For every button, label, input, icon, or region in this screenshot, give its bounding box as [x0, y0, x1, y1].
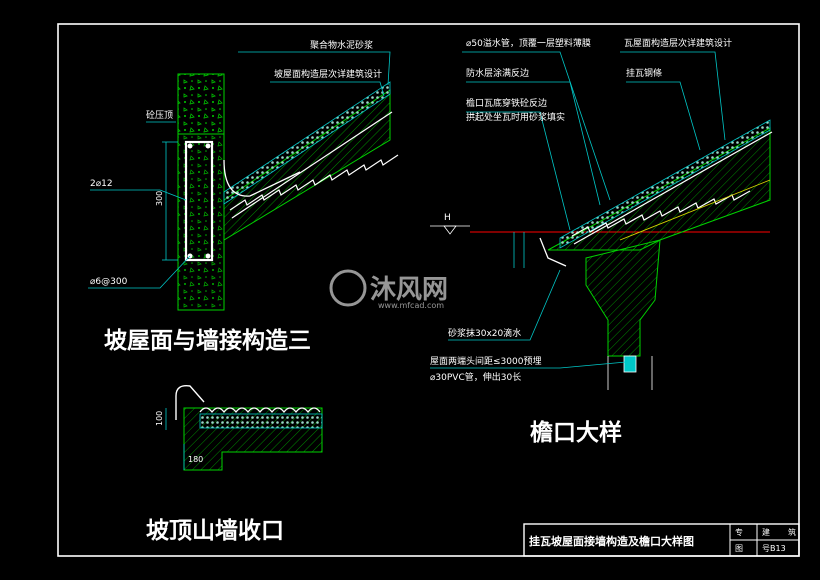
title-block-cell-3: 筑 [788, 527, 796, 537]
eave-note-batten: 挂瓦钢條 [626, 67, 662, 79]
left-note-mortar: 聚合物水泥砂浆 [310, 39, 373, 51]
left-note-roof-layers: 坡屋面构造层次详建筑设计 [274, 68, 382, 80]
level-mark: H [444, 213, 451, 223]
eave-note-pvc: ⌀30PVC管，伸出30长 [430, 371, 521, 383]
title-block-cell-1: 专 [735, 527, 743, 537]
left-note-rebar: 2⌀12 [90, 179, 113, 189]
eave-detail: H ⌀50溢水管，顶覆一层塑料薄膜 瓦屋面构造层次详建筑设计 防水层涂满反边 挂… [430, 37, 773, 390]
title-block: 挂瓦坡屋面接墙构造及檐口大样图 专 建 筑 图 号B13 [523, 523, 800, 557]
drawing-frame [57, 23, 800, 557]
gable-detail: 100 180 [155, 385, 323, 471]
title-gable-detail: 坡顶山墙收口 [146, 517, 284, 544]
watermark-url: www.mfcad.com [378, 301, 444, 310]
dim-300-label: 300 [155, 191, 164, 206]
eave-note-waterproof: 防水层涂满反边 [466, 67, 529, 79]
wall-junction-detail: 300 聚合物水泥砂浆 坡屋面构造层次详建筑设计 砼压顶 2⌀12 ⌀6@300 [88, 39, 399, 311]
title-block-cell-4: 图 [735, 544, 743, 553]
watermark-text: 沐风网 [370, 275, 448, 305]
watermark-logo-icon [329, 269, 367, 307]
eave-note-mortar-fill: 拱起处坐瓦时用砂浆填实 [466, 111, 565, 123]
title-eave-detail: 檐口大样 [530, 419, 622, 446]
title-block-cell-5: 号B13 [762, 544, 786, 553]
eave-note-eave-tile: 檐口瓦底穿铁砼反边 [466, 97, 547, 109]
watermark: 沐风网 www.mfcad.com [329, 269, 448, 310]
eave-note-overflow: ⌀50溢水管，顶覆一层塑料薄膜 [466, 37, 591, 49]
eave-note-drip: 砂浆抹30x20滴水 [448, 327, 521, 339]
left-note-coping: 砼压顶 [146, 109, 173, 121]
title-wall-junction: 坡屋面与墙接构造三 [104, 327, 311, 354]
eave-note-roof-layers: 瓦屋面构造层次详建筑设计 [624, 37, 732, 49]
gable-dim-180: 180 [188, 455, 203, 464]
left-note-stirrup: ⌀6@300 [90, 277, 128, 287]
eave-note-pipe-spacing: 屋面两端头间距≤3000预埋 [430, 355, 541, 367]
title-block-name: 挂瓦坡屋面接墙构造及檐口大样图 [529, 534, 694, 548]
gable-dim-100: 100 [155, 411, 164, 426]
title-block-cell-2: 建 [762, 527, 770, 537]
